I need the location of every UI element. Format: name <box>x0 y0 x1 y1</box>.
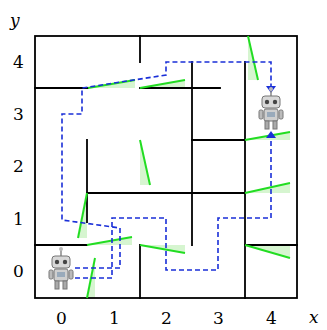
axis-label: x <box>309 309 319 326</box>
tick-label: 3 <box>13 106 24 123</box>
tick-label: 1 <box>109 310 120 327</box>
tick-label: 2 <box>161 310 172 327</box>
axis-label: y <box>10 12 20 29</box>
tick-label: 4 <box>266 310 277 327</box>
tick-label: 1 <box>13 211 24 228</box>
tick-label: 3 <box>213 310 224 327</box>
tick-label: 0 <box>13 263 24 280</box>
tick-label: 4 <box>13 54 24 71</box>
tick-label: 2 <box>13 158 24 175</box>
tick-label: 0 <box>56 310 67 327</box>
